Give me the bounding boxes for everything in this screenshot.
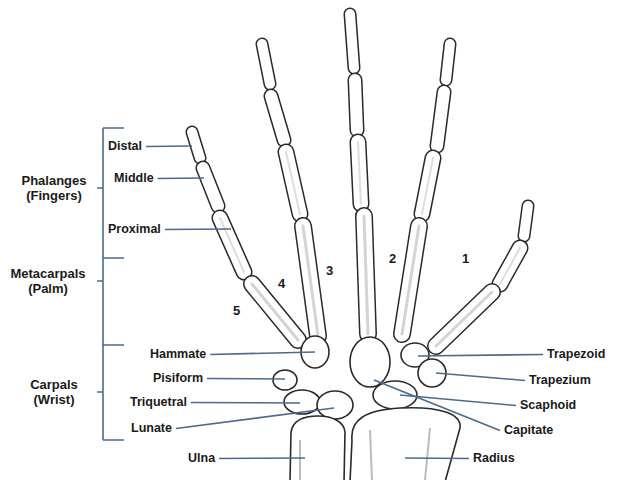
part-label: Distal [108, 139, 142, 154]
carpal-bones [273, 336, 446, 419]
part-label: Radius [473, 451, 515, 466]
part-label: Lunate [131, 421, 172, 436]
leader-line [165, 228, 231, 230]
finger-bones [192, 14, 528, 346]
leader-line [191, 402, 300, 404]
part-label: Capitate [504, 423, 553, 438]
group-label: Phalanges (Fingers) [14, 173, 94, 203]
part-label: Scaphoid [520, 398, 576, 413]
group-label: Metacarpals (Palm) [4, 266, 92, 296]
leader-line [374, 380, 500, 431]
callout-number: 2 [389, 251, 396, 266]
leader-line [436, 373, 525, 381]
part-label: Trapezium [529, 373, 591, 388]
callout-number: 1 [462, 251, 469, 266]
forearm-bones [290, 408, 460, 480]
leader-line [146, 145, 192, 147]
callout-number: 4 [278, 276, 285, 291]
part-label: Middle [114, 171, 154, 186]
part-label: Trapezoid [547, 347, 605, 362]
part-label: Hammate [150, 347, 206, 362]
leader-line [176, 408, 334, 429]
part-label: Ulna [188, 451, 215, 466]
group-label: Carpals (Wrist) [18, 377, 90, 407]
part-label: Proximal [108, 222, 161, 237]
leader-line [158, 177, 204, 179]
callout-number: 3 [326, 263, 333, 278]
part-label: Triquetral [130, 395, 187, 410]
leader-line [405, 457, 469, 459]
callout-number: 5 [233, 303, 240, 318]
leader-line [207, 378, 285, 380]
leader-line [210, 352, 315, 355]
leader-line [219, 457, 305, 459]
part-label: Pisiform [153, 371, 203, 386]
leader-line [418, 355, 543, 357]
